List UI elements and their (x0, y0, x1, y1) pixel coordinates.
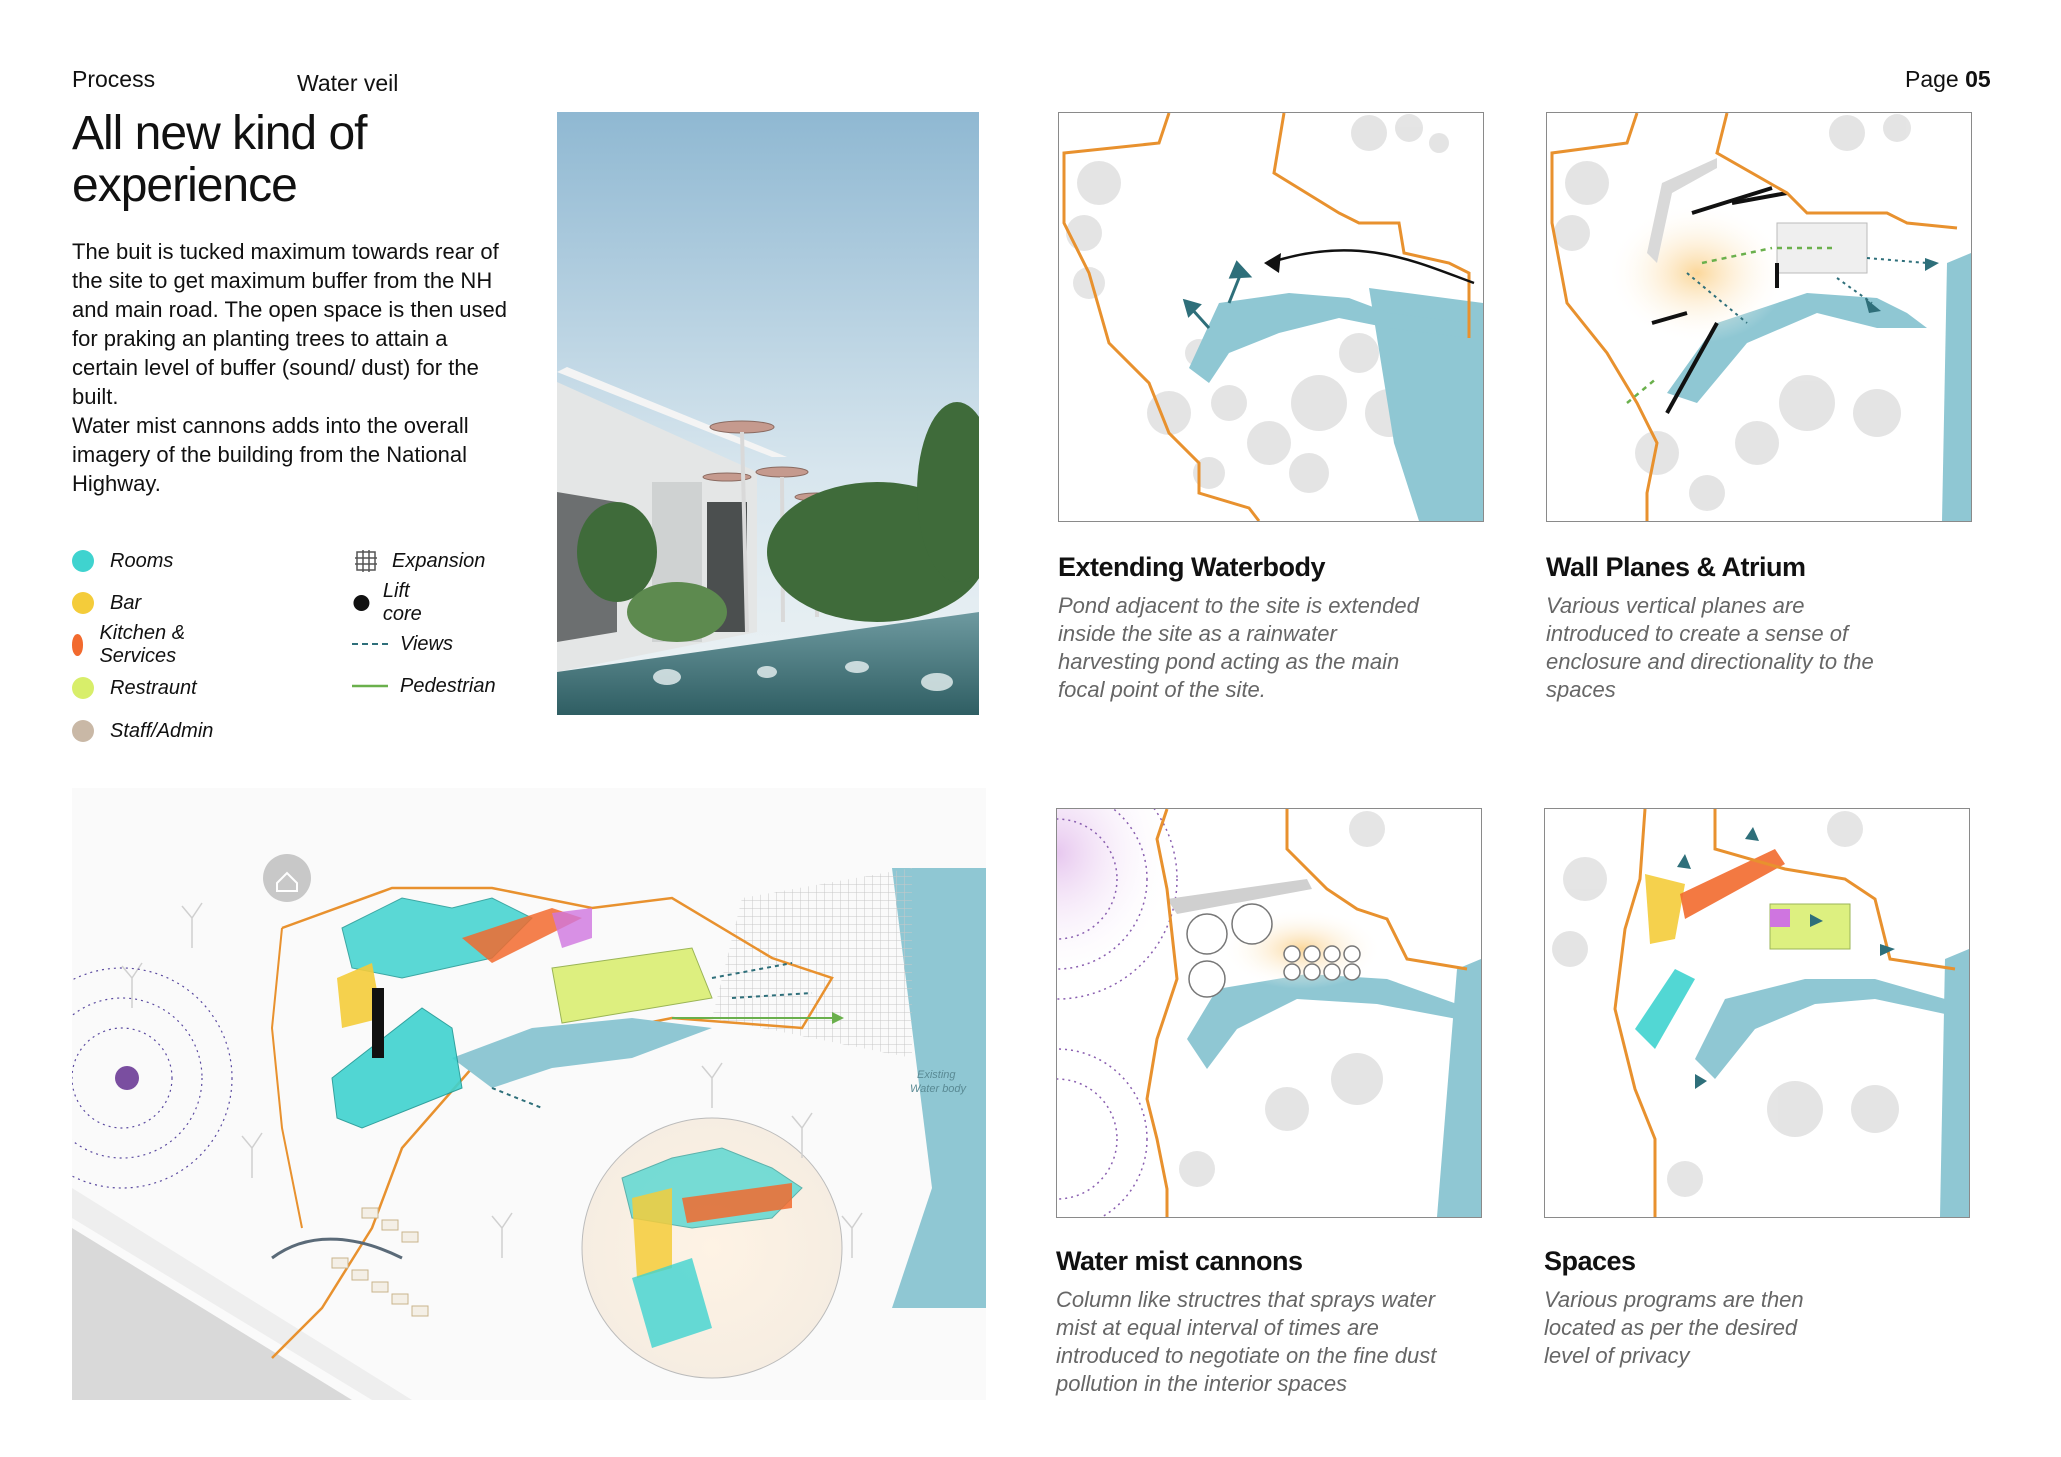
para-line: Highway. (72, 471, 161, 496)
panel-body-water-mist: Column like structres that sprays water … (1056, 1286, 1496, 1398)
caption-line: introduced to negotiate on the fine dust (1056, 1343, 1437, 1368)
legend-label: Rooms (110, 549, 174, 572)
panel-body-wall-planes: Various vertical planes are introduced t… (1546, 592, 1966, 704)
para-line: the site to get maximum buffer from the … (72, 268, 493, 293)
rooms-swatch-icon (72, 550, 94, 572)
para-line: Water mist cannons adds into the overall (72, 413, 469, 438)
legend-rooms: Rooms (72, 547, 173, 575)
render-image (557, 112, 979, 715)
black-dot-icon (353, 595, 370, 611)
caption-line: enclosure and directionality to the (1546, 649, 1874, 674)
green-line-icon (352, 684, 388, 688)
water-label-2: Water body (910, 1083, 968, 1095)
caption-line: Pond adjacent to the site is extended (1058, 593, 1419, 618)
home-icon (263, 854, 311, 902)
para-line: The buit is tucked maximum towards rear … (72, 239, 499, 264)
caption-line: mist at equal interval of times are (1056, 1315, 1379, 1340)
para-line: and main road. The open space is then us… (72, 297, 508, 322)
legend-label: Restraunt (110, 676, 197, 699)
legend-label: Kitchen & Services (99, 622, 186, 667)
caption-line: harvesting pond acting as the main (1058, 649, 1400, 674)
spaces-diagram (1552, 809, 1969, 1217)
legend-label: Lift core (382, 580, 422, 625)
legend-staff: Staff/Admin (72, 717, 213, 745)
caption-line: spaces (1546, 677, 1616, 702)
panel-title-wall-planes: Wall Planes & Atrium (1546, 552, 1806, 582)
para-line: built. (72, 384, 119, 409)
project-label: Water veil (297, 70, 399, 96)
panel-body-spaces: Various programs are then located as per… (1544, 1286, 1964, 1370)
para-line: certain level of buffer (sound/ dust) fo… (72, 355, 479, 380)
legend-label: Pedestrian (400, 674, 496, 697)
diagram-wall-planes (1546, 112, 1972, 522)
legend-bar: Bar (72, 589, 141, 617)
caption-line: located as per the desired (1544, 1315, 1798, 1340)
kitchen-swatch-icon (72, 634, 84, 656)
restraunt-swatch-icon (72, 677, 94, 699)
home-glyph-icon (276, 871, 298, 892)
legend-expansion: Expansion (352, 547, 485, 575)
intro-paragraph: The buit is tucked maximum towards rear … (72, 237, 532, 498)
caption-line: Various vertical planes are (1546, 593, 1805, 618)
legend-label: Expansion (392, 549, 486, 572)
title-line-1: All new kind of (72, 107, 367, 160)
legend-pedestrian: Pedestrian (352, 672, 496, 700)
panel-title-spaces: Spaces (1544, 1246, 1636, 1276)
caption-line: pollution in the interior spaces (1056, 1371, 1348, 1396)
page-number-value: 05 (1965, 66, 1991, 92)
water-label-1: Existing (917, 1069, 956, 1081)
page-number: Page 05 (1905, 66, 1991, 93)
render-photo (557, 112, 979, 715)
legend-label: Views (400, 632, 453, 655)
page-label: Page (1905, 66, 1959, 92)
caption-line: Column like structres that sprays water (1056, 1287, 1436, 1312)
bar-swatch-icon (72, 592, 94, 614)
legend-label: Staff/Admin (110, 719, 214, 742)
panel-title-water-mist: Water mist cannons (1056, 1246, 1303, 1276)
mist-diagram (1057, 809, 1481, 1217)
caption-line: level of privacy (1544, 1343, 1690, 1368)
legend-restraunt: Restraunt (72, 674, 197, 702)
para-line: for praking an planting trees to attain … (72, 326, 448, 351)
wall-planes-diagram (1550, 113, 1971, 521)
caption-line: focal point of the site. (1058, 677, 1266, 702)
para-line: imagery of the building from the Nationa… (72, 442, 467, 467)
panel-body-extending-waterbody: Pond adjacent to the site is extended in… (1058, 592, 1478, 704)
legend-views: Views (352, 630, 453, 658)
caption-line: inside the site as a rainwater (1058, 621, 1337, 646)
panel-title-extending-waterbody: Extending Waterbody (1058, 552, 1326, 582)
diagram-water-mist-cannons (1056, 808, 1482, 1218)
site-plan-drawing: Existing Water body (72, 854, 986, 1400)
page-title: All new kind of experience (72, 108, 367, 212)
speaker-icon (115, 1066, 139, 1090)
legend-lift-core: Lift core (352, 580, 431, 625)
grid-icon (355, 550, 377, 572)
caption-line: Various programs are then (1544, 1287, 1804, 1312)
diagram-extending-waterbody (1058, 112, 1484, 522)
legend-label: Bar (110, 591, 142, 614)
diagram-spaces (1544, 808, 1970, 1218)
staff-swatch-icon (72, 720, 94, 742)
title-line-2: experience (72, 159, 298, 212)
legend-kitchen: Kitchen & Services (72, 622, 187, 667)
section-label: Process (72, 66, 156, 92)
caption-line: introduced to create a sense of (1546, 621, 1849, 646)
dashed-line-icon (352, 643, 388, 645)
waterbody-diagram (1062, 113, 1483, 521)
site-axonometric: Existing Water body (72, 788, 986, 1400)
